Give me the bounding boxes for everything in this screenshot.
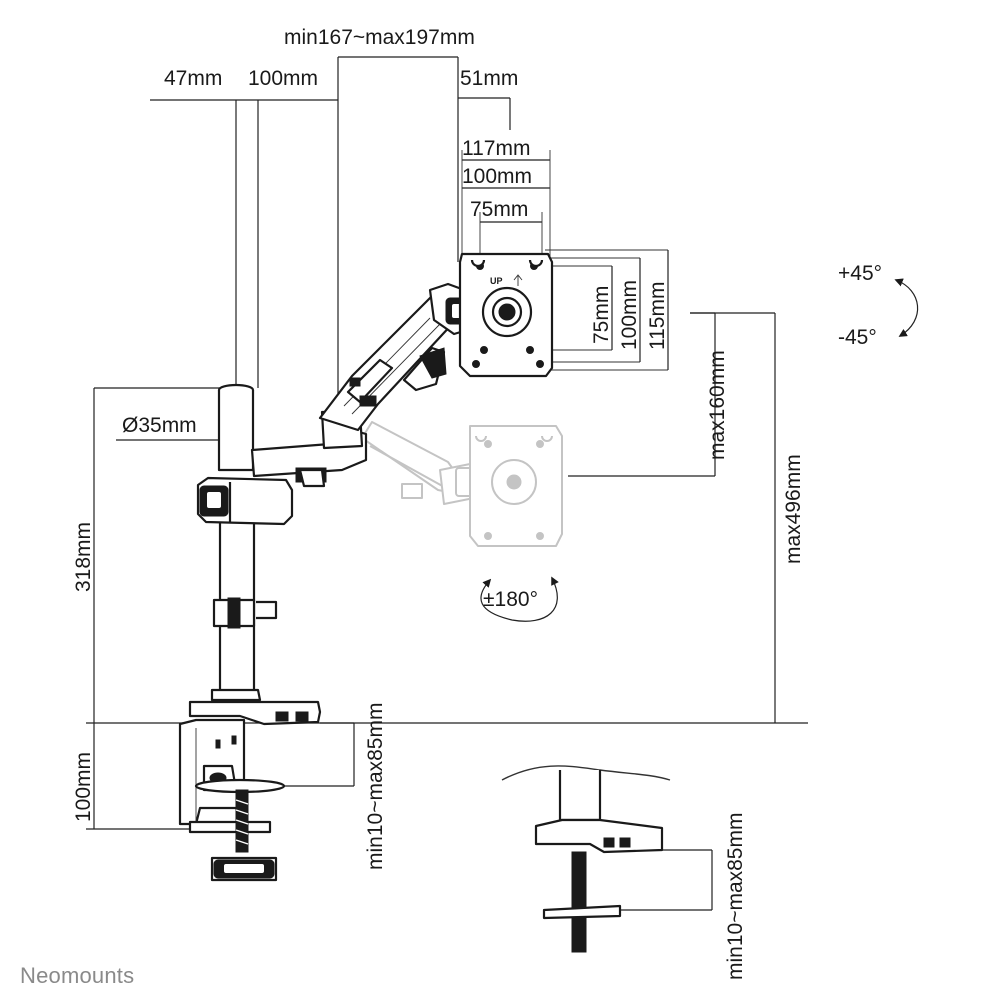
clamp-height-label: 100mm: [72, 752, 95, 822]
lowered-position-ghost: [361, 421, 563, 547]
pole-height-label: 318mm: [72, 522, 95, 592]
rotation-indicators: [480, 278, 919, 622]
arm-width-label: 100mm: [248, 67, 318, 90]
grommet-range-label: min10~max85mm: [724, 813, 747, 980]
pole-offset-label: 47mm: [164, 67, 222, 90]
up-arrow-icon: [513, 274, 523, 286]
pole-assembly: [178, 383, 322, 882]
tilt-up-label: +45°: [838, 262, 882, 285]
max-height-label: max496mm: [782, 454, 805, 564]
plate-up-label: UP: [490, 276, 503, 286]
max-drop-label: max160mm: [706, 350, 729, 460]
vesa-mid-label: 100mm: [462, 165, 532, 188]
dimension-labels: min167~max197mm 47mm 100mm 51mm 117mm 10…: [72, 26, 882, 980]
dimension-lines: [86, 56, 808, 911]
vesa-v-inner-label: 75mm: [590, 286, 613, 344]
vesa-outer-label: 117mm: [462, 137, 530, 160]
brand-logo: Neomounts: [20, 963, 134, 988]
vesa-v-mid-label: 100mm: [618, 280, 641, 350]
clamp-range-label: min10~max85mm: [364, 703, 387, 870]
pole-diameter-label: Ø35mm: [122, 414, 197, 437]
vesa-plate: UP: [458, 252, 554, 378]
tilt-down-label: -45°: [838, 326, 877, 349]
head-offset-label: 51mm: [460, 67, 518, 90]
swivel-label: ±180°: [483, 588, 538, 611]
swivel-arrow-icon: [480, 576, 559, 622]
gas-spring-arm: [250, 282, 476, 488]
arm-reach-label: min167~max197mm: [284, 26, 475, 49]
grommet-detail: [501, 765, 671, 953]
tilt-arrow-icon: [894, 278, 919, 337]
vesa-v-outer-label: 115mm: [646, 282, 669, 350]
vesa-inner-label: 75mm: [470, 198, 528, 221]
